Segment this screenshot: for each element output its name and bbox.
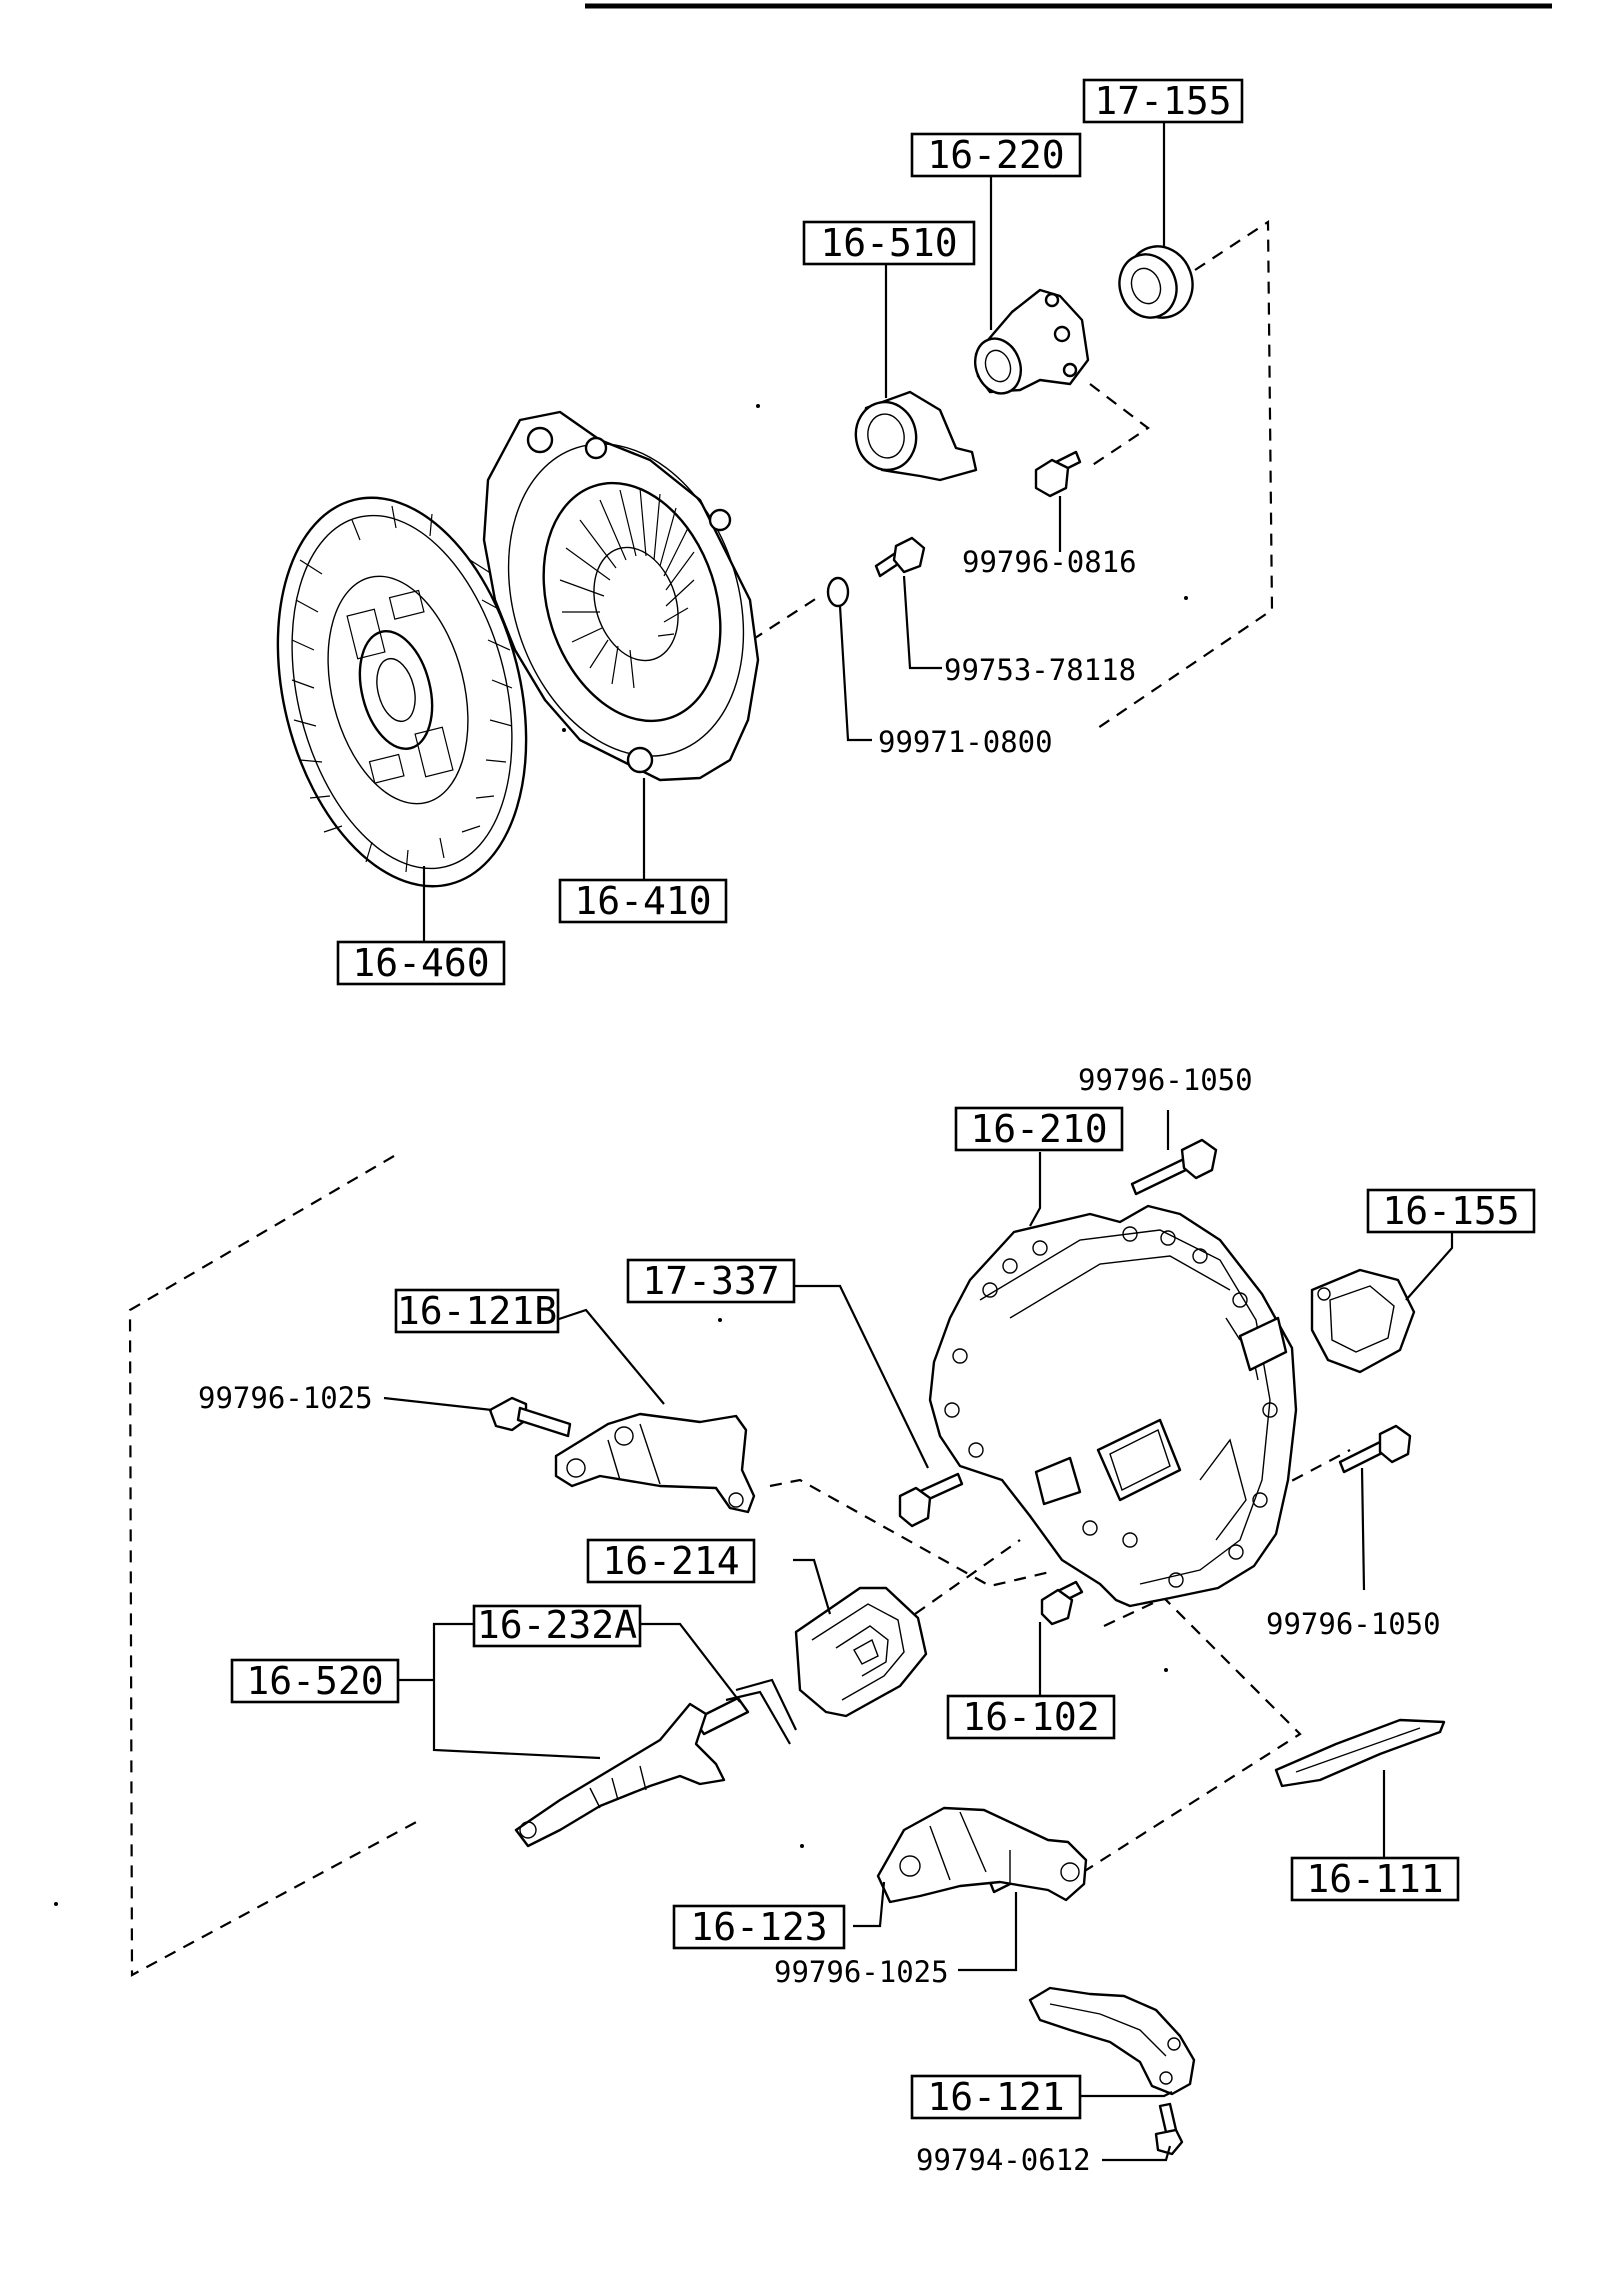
part-number-text: 16-121B [397,1289,557,1333]
boot-icon [794,1586,928,1718]
boxed-label-16-123: 16-123 [672,1904,846,1950]
boxed-label-16-460: 16-460 [336,940,506,986]
clutch-housing-icon [928,1204,1298,1608]
boxed-label-16-410: 16-410 [558,878,728,924]
boxed-label-16-210: 16-210 [954,1106,1124,1152]
boxed-label-16-121B: 16-121B [394,1288,560,1334]
boxed-label-16-232A: 16-232A [472,1603,642,1648]
boxed-label-16-510: 16-510 [802,220,976,266]
washer-icon [826,576,850,608]
release-fork-icon [514,1702,726,1848]
part-number-text: 16-210 [970,1107,1107,1151]
bolt-label-99753-78118: 99753-78118 [944,653,1136,687]
boxed-label-16-111: 16-111 [1290,1856,1460,1902]
bolt-label-99796-1025-bottom: 99796-1025 [774,1955,949,1989]
bolt-icon [1040,1580,1084,1626]
part-number-text: 17-155 [1094,79,1231,123]
bolt-label-99796-1025-left: 99796-1025 [198,1381,373,1415]
part-number-text: 16-232A [477,1603,637,1647]
boxed-label-16-102: 16-102 [946,1694,1116,1740]
part-number-text: 17-337 [642,1259,779,1303]
bearing-guide-icon [974,288,1090,395]
boxed-label-16-155: 16-155 [1366,1188,1536,1234]
boxed-label-16-520: 16-520 [230,1658,400,1704]
bolt-icon [1034,450,1082,498]
part-number-text: 16-460 [352,941,489,985]
bolt-label-99796-1050-right: 99796-1050 [1266,1607,1441,1641]
plate-icon [1310,1268,1416,1374]
clutch-disc-icon [276,496,528,888]
release-bearing-icon [854,390,978,482]
bolt-icon [488,1396,572,1438]
plate-icon [692,1678,797,1745]
boxed-label-17-155: 17-155 [1082,78,1244,124]
bolt-label-99971-0800: 99971-0800 [878,725,1053,759]
part-number-text: 16-123 [690,1905,827,1949]
boxed-label-16-214: 16-214 [586,1538,756,1584]
bolt-label-99794-0612: 99794-0612 [916,2143,1091,2177]
bolt-icon [874,536,926,578]
bolt-label-99796-0816: 99796-0816 [962,545,1137,579]
bracket-icon [876,1806,1088,1904]
part-number-text: 16-520 [246,1659,383,1703]
bolt-icon [1130,1138,1218,1196]
part-number-text: 16-410 [574,879,711,923]
print-specks [54,404,1188,1906]
upper-assembly-dashed-lines [751,219,1274,731]
part-number-text: 16-155 [1382,1189,1519,1233]
boxed-label-17-337: 17-337 [626,1258,796,1304]
bolt-icon [1338,1424,1412,1474]
part-number-text: 16-214 [602,1539,739,1583]
part-number-text: 16-111 [1306,1857,1443,1901]
lower-leader-lines [383,1110,1454,2162]
boxed-label-16-121: 16-121 [910,2074,1082,2120]
pilot-bearing-icon [1118,245,1194,319]
bracket-icon [554,1412,756,1514]
part-number-text: 16-121 [927,2075,1064,2119]
bolt-icon [898,1472,964,1528]
upper-leader-lines [422,122,1166,942]
bolt-icon [1154,2102,1184,2156]
boxed-label-16-220: 16-220 [910,132,1082,178]
part-number-text: 16-510 [820,221,957,265]
part-number-text: 16-102 [962,1695,1099,1739]
part-number-text: 16-220 [927,133,1064,177]
pressure-plate-icon [482,410,760,782]
bracket-icon [1028,1986,1196,2096]
bolt-label-99796-1050-top: 99796-1050 [1078,1063,1253,1097]
plate-icon [1274,1718,1446,1788]
